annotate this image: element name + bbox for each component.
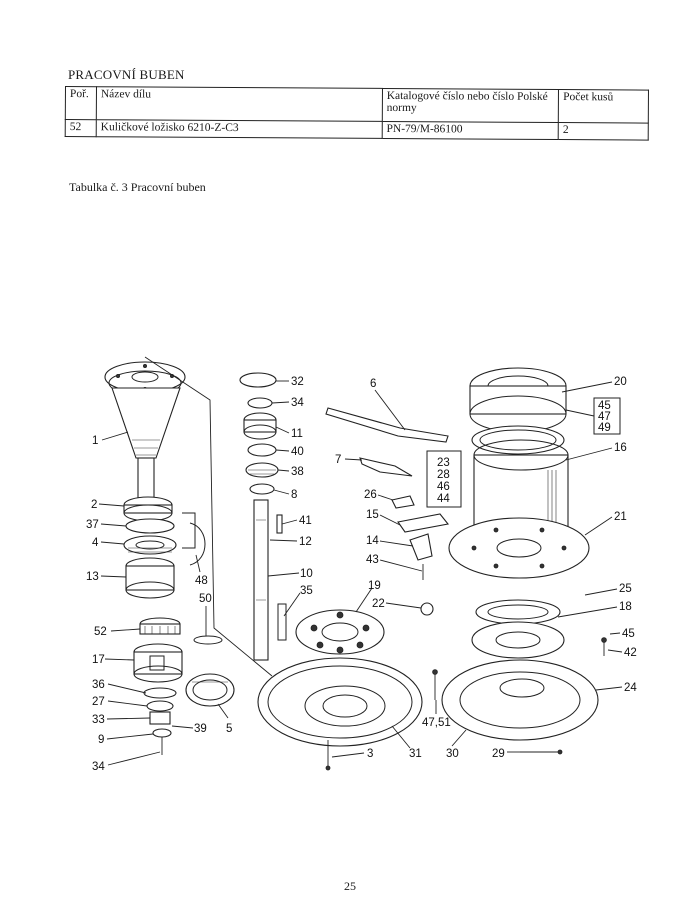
table-caption: Tabulka č. 3 Pracovní buben — [69, 180, 206, 194]
part-label: 31 — [409, 748, 422, 760]
part-label: 2 — [91, 499, 97, 511]
hub-assembly-drawing — [104, 361, 235, 755]
part-label: 36 — [92, 679, 105, 691]
shaft-assembly-drawing — [144, 356, 287, 677]
part-label: 15 — [366, 509, 379, 521]
part-label: 32 — [291, 376, 304, 388]
part-label: 5 — [226, 723, 232, 735]
part-label: 24 — [624, 682, 637, 694]
part-label: 47,51 — [422, 717, 451, 729]
part-label: 50 — [199, 593, 212, 605]
blade-parts-drawing — [325, 407, 462, 616]
part-labels: 1 2 37 4 13 48 52 17 36 27 33 9 34 50 5 … — [86, 376, 637, 773]
part-label: 6 — [370, 378, 376, 390]
part-label: 52 — [94, 626, 107, 638]
part-label: 21 — [614, 511, 627, 523]
part-label: 4 — [92, 537, 99, 549]
leader-lines — [98, 380, 623, 766]
part-label: 22 — [372, 598, 385, 610]
part-label: 19 — [368, 580, 381, 592]
part-label: 16 — [614, 442, 627, 454]
base-plate-drawing — [257, 609, 423, 771]
part-label: 20 — [614, 376, 627, 388]
part-label: 45 — [622, 628, 635, 640]
part-label: 38 — [291, 466, 304, 478]
part-label: 34 — [291, 397, 304, 409]
part-label: 9 — [98, 734, 104, 746]
part-label: 10 — [300, 568, 313, 580]
part-label: 18 — [619, 601, 632, 613]
part-label: 1 — [92, 435, 98, 447]
part-label: 45 — [598, 400, 611, 412]
drum-assembly-drawing — [432, 367, 621, 755]
part-label: 25 — [619, 583, 632, 595]
part-label: 47 — [598, 411, 611, 423]
part-label: 12 — [299, 536, 312, 548]
part-label: 23 — [437, 457, 450, 469]
part-label: 14 — [366, 535, 379, 547]
part-label: 37 — [86, 519, 99, 531]
part-label: 43 — [366, 554, 379, 566]
part-label: 29 — [492, 748, 505, 760]
part-label: 28 — [437, 469, 450, 481]
part-label: 8 — [291, 489, 297, 501]
part-label: 42 — [624, 647, 637, 659]
part-label: 30 — [446, 748, 459, 760]
part-label: 7 — [335, 454, 341, 466]
part-label: 35 — [300, 585, 313, 597]
part-label: 3 — [367, 748, 373, 760]
part-label: 17 — [92, 654, 105, 666]
page-number: 25 — [344, 879, 356, 893]
part-label: 34 — [92, 761, 105, 773]
part-label: 39 — [194, 723, 207, 735]
part-label: 27 — [92, 696, 105, 708]
part-label: 46 — [437, 481, 450, 493]
part-label: 40 — [291, 446, 304, 458]
part-label: 48 — [195, 575, 208, 587]
part-label: 49 — [598, 422, 611, 434]
section-title: PRACOVNÍ BUBEN — [68, 67, 185, 82]
part-label: 33 — [92, 714, 105, 726]
part-label: 44 — [437, 493, 450, 505]
part-label: 26 — [364, 489, 377, 501]
part-label: 11 — [291, 428, 303, 440]
part-label: 13 — [86, 571, 99, 583]
part-label: 41 — [299, 515, 312, 527]
